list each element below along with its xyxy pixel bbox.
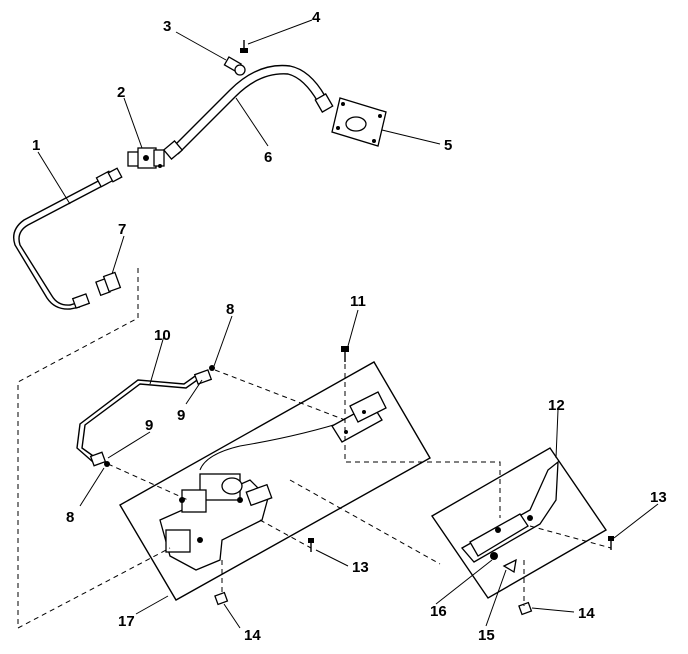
clip-part-14-right [518,601,533,616]
callout-3: 3 [163,18,171,35]
screw-part-13-left [308,538,314,552]
callout-8-upper: 8 [226,301,234,318]
callout-14-left: 14 [244,627,261,644]
callout-14-right: 14 [578,605,595,622]
screw-part-13-right [608,536,614,550]
callout-16: 16 [430,603,447,620]
nut-part-8-upper [209,365,215,371]
callout-11: 11 [350,293,366,310]
burner-bracket-part-12 [460,460,559,563]
callout-13-left: 13 [352,559,369,576]
screw-part-4 [240,40,248,53]
callout-17: 17 [118,613,135,630]
gas-valve-panel [119,361,431,601]
callout-8-lower: 8 [66,509,74,526]
callout-labels: 1 2 3 4 5 6 7 8 10 9 9 8 11 12 13 13 14 … [32,9,667,644]
tube-assembly-part-1 [12,167,123,310]
connection-lines [17,268,612,629]
callout-13-right: 13 [650,489,667,506]
fitting-part-7 [95,271,122,297]
union-fitting-part-2 [127,147,165,169]
orifice-part-15 [502,558,517,574]
pilot-tube-part-10 [76,369,213,467]
callout-10: 10 [154,327,171,344]
callout-5: 5 [444,137,452,154]
callout-7: 7 [118,221,126,238]
callout-2: 2 [117,84,125,101]
screw-part-11 [341,346,349,362]
clip-part-14-left [214,591,229,606]
callout-6: 6 [264,149,272,166]
gas-valve-part-17 [159,419,351,571]
callout-12: 12 [548,397,565,414]
nut-part-8-lower [104,461,110,467]
igniter-bracket [331,391,387,443]
callout-4: 4 [312,9,321,26]
callout-9-lower: 9 [145,417,153,434]
fitting-part-16 [490,552,498,560]
gas-tube-part-6 [162,64,334,161]
callout-9-upper: 9 [177,407,185,424]
burner-panel [430,447,608,599]
leader-lines [37,19,659,629]
callout-15: 15 [478,627,495,644]
clamp-part-3 [223,56,246,76]
mounting-plate-part-5 [331,97,387,147]
callout-1: 1 [32,137,40,154]
